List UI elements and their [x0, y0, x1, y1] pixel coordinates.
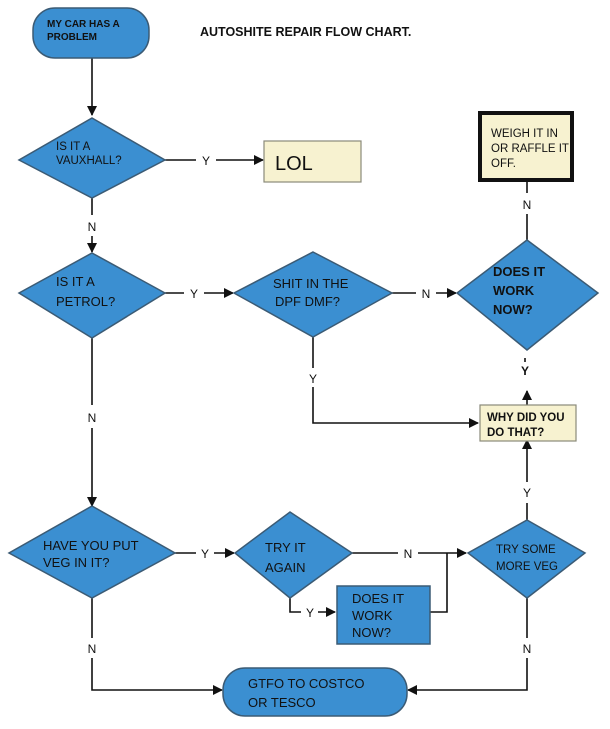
node-text-line: WHY DID YOU [487, 412, 565, 424]
node-text-line: MY CAR HAS A [47, 19, 120, 30]
box-does-it-work-bottom: DOES IT WORK NOW? [336, 585, 431, 645]
node-text-line: OFF. [491, 158, 516, 170]
chart-title: AUTOSHITE REPAIR FLOW CHART. [200, 25, 411, 39]
node-text-line: TRY SOME [496, 544, 556, 556]
note-why-did-you: WHY DID YOU DO THAT? [479, 404, 577, 442]
edge-moreveg-no-b [407, 658, 528, 695]
node-text-line: VEG IN IT? [43, 555, 109, 570]
edge-label-no: N [88, 220, 97, 234]
node-text-line: IS IT A [56, 274, 95, 289]
node-text-line: WORK [493, 283, 535, 298]
node-text-line: WORK [352, 608, 393, 623]
node-text-line: HAVE YOU PUT [43, 538, 139, 553]
node-text-line: WEIGH IT IN [491, 128, 558, 140]
edge-work2-to-moreveg [430, 553, 448, 613]
edge-label-no: N [523, 642, 532, 656]
node-text-line: LOL [275, 153, 313, 175]
edge-label-no: N [422, 287, 431, 301]
node-text-line: DPF DMF? [275, 294, 340, 309]
edge-label-no: N [523, 198, 532, 212]
node-text-line: NOW? [352, 625, 391, 640]
edge-label-yes: Y [521, 364, 529, 378]
edge-label-yes: Y [201, 547, 209, 561]
node-text-line: DOES IT [352, 591, 404, 606]
node-text-line: MORE VEG [496, 561, 558, 573]
node-text-line: DOES IT [493, 264, 545, 279]
node-text-line: IS IT A [56, 141, 91, 153]
edge-veg-no-b [91, 658, 223, 695]
edge-label-yes: Y [190, 287, 198, 301]
node-text-line: PETROL? [56, 294, 115, 309]
node-text-line: OR TESCO [248, 695, 316, 710]
node-text-line: OR RAFFLE IT [491, 143, 569, 155]
node-text-line: SHIT IN THE [273, 276, 349, 291]
node-start: MY CAR HAS A PROBLEM [32, 7, 150, 59]
node-text-line: NOW? [493, 302, 533, 317]
note-lol: LOL [263, 140, 362, 183]
node-costco: GTFO TO COSTCO OR TESCO [222, 667, 408, 717]
edge-label-yes: Y [523, 486, 531, 500]
node-text-line: TRY IT [265, 540, 306, 555]
edge-label-no: N [88, 411, 97, 425]
decision-more-veg: TRY SOME MORE VEG [466, 519, 587, 599]
edge-label-yes: Y [306, 606, 314, 620]
node-text-line: VAUXHALL? [56, 155, 122, 167]
note-weigh-it-in: WEIGH IT IN OR RAFFLE IT OFF. [478, 111, 574, 182]
edge-dpf-yes-b [312, 387, 479, 428]
decision-is-vauxhall: IS IT A VAUXHALL? [17, 117, 167, 199]
edge-label-yes: Y [309, 372, 317, 386]
decision-dpf-dmf: SHIT IN THE DPF DMF? [232, 251, 394, 338]
node-text-line: PROBLEM [47, 32, 97, 43]
decision-is-petrol: IS IT A PETROL? [17, 252, 167, 339]
decision-veg-in-it: HAVE YOU PUT VEG IN IT? [7, 505, 177, 599]
edge-again-yes-a [289, 598, 301, 613]
node-text-line: DO THAT? [487, 427, 544, 439]
decision-try-again: TRY IT AGAIN [233, 511, 354, 599]
connectors [87, 58, 532, 695]
edge-label-yes: Y [202, 154, 210, 168]
edge-label-no: N [404, 547, 413, 561]
decision-does-it-work-top: DOES IT WORK NOW? [455, 239, 600, 351]
node-text-line: GTFO TO COSTCO [248, 676, 365, 691]
node-text-line: AGAIN [265, 560, 305, 575]
edge-label-no: N [88, 642, 97, 656]
